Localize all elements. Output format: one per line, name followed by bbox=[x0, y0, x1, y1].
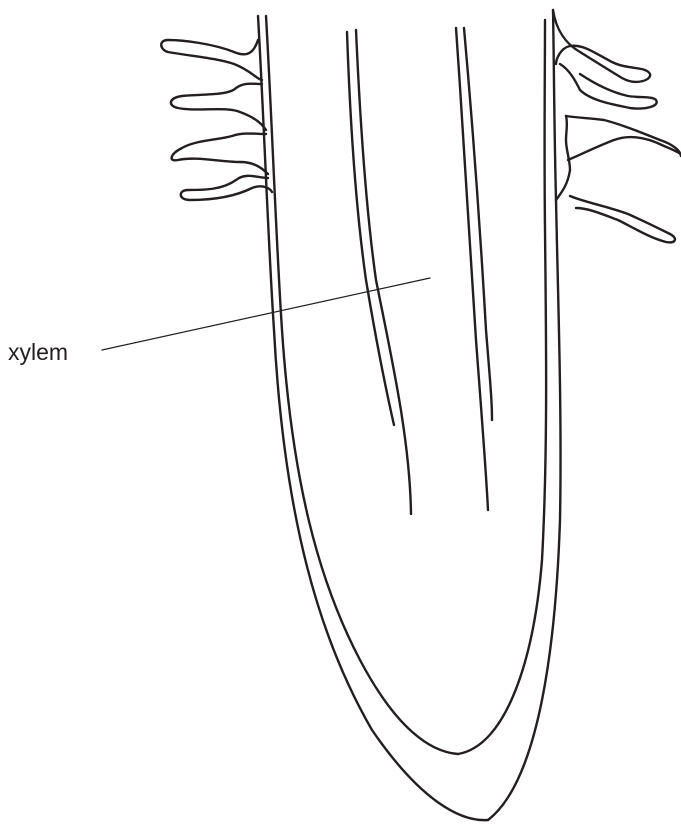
root-hair-left-2 bbox=[171, 84, 266, 130]
root-outer-left-edge bbox=[258, 16, 488, 820]
root-hair-right-3 bbox=[566, 116, 681, 156]
root-hair-right-connector bbox=[556, 116, 570, 200]
root-hair-left-3 bbox=[172, 134, 268, 175]
xylem-label: xylem bbox=[8, 339, 68, 365]
root-hair-right-5 bbox=[570, 196, 675, 242]
xylem-leader-line bbox=[102, 278, 430, 350]
root-inner-right-edge bbox=[458, 20, 546, 754]
root-hair-left-4 bbox=[181, 176, 272, 200]
root-outer-right-edge bbox=[488, 10, 561, 820]
root-hair-left-1 bbox=[161, 40, 262, 80]
